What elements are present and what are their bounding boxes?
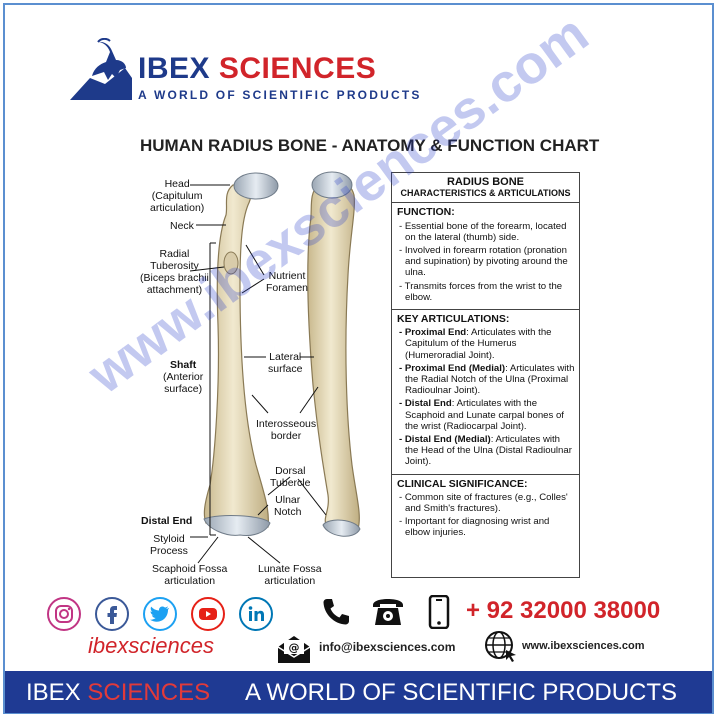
radius-anterior-view — [203, 184, 269, 528]
phone-icon — [323, 599, 349, 625]
radius-bone-illustration — [189, 171, 361, 564]
social-handle[interactable]: ibexsciences — [88, 633, 214, 658]
info-box-header: RADIUS BONE CHARACTERISTICS & ARTICULATI… — [392, 173, 579, 204]
ibex-logo-icon — [70, 38, 132, 100]
twitter-icon[interactable] — [142, 596, 178, 632]
youtube-icon[interactable] — [190, 596, 226, 632]
globe-icon — [485, 631, 516, 662]
linkedin-icon[interactable] — [238, 596, 274, 632]
mobile-phone-icon — [428, 595, 450, 629]
list-item: - Involved in forearm rotation (pronatio… — [399, 245, 568, 279]
list-item: - Essential bone of the forearm, located… — [399, 220, 567, 243]
list-item: - Proximal End: Articulates with the Cap… — [399, 327, 552, 361]
facebook-icon[interactable] — [94, 596, 130, 632]
radius-head — [233, 172, 279, 200]
brand-name: IBEX SCIENCES — [138, 52, 377, 85]
brand-tagline: A WORLD OF SCIENTIFIC PRODUCTS — [138, 88, 422, 102]
svg-text:@: @ — [289, 641, 300, 654]
list-item: - Transmits forces from the wrist to the… — [399, 280, 563, 303]
telephone-icon — [373, 599, 403, 625]
email-address[interactable]: info@ibexsciences.com — [319, 640, 456, 654]
list-item: - Common site of fractures (e.g., Colles… — [399, 491, 568, 515]
characteristics-info-box: RADIUS BONE CHARACTERISTICS & ARTICULATI… — [391, 172, 580, 578]
email-icon: @ — [277, 636, 311, 663]
instagram-icon[interactable] — [46, 596, 82, 632]
list-item: - Distal End: Articulates with the Scaph… — [399, 398, 564, 432]
distal-articular-surface — [203, 515, 271, 536]
label-distal-end: Distal End — [141, 515, 193, 527]
list-item: - Distal End (Medial): Articulates with … — [399, 434, 572, 468]
footer-tagline: A WORLD OF SCIENTIFIC PRODUCTS — [245, 679, 678, 706]
phone-number[interactable]: + 92 32000 38000 — [466, 597, 661, 624]
articulations-section: KEY ARTICULATIONS: - Proximal End: Artic… — [392, 310, 579, 475]
page-frame — [3, 3, 714, 714]
website-link[interactable]: www.ibexsciences.com — [522, 640, 645, 652]
chart-title: HUMAN RADIUS BONE - ANATOMY & FUNCTION C… — [140, 136, 600, 155]
footer-brand: IBEX SCIENCES — [26, 679, 211, 706]
footer-banner: IBEX SCIENCES A WORLD OF SCIENTIFIC PROD… — [5, 671, 712, 713]
label-neck: Neck — [170, 220, 194, 232]
list-item: - Proximal End (Medial): Articulates wit… — [399, 362, 575, 397]
radius-posterior-view — [307, 178, 360, 530]
clinical-section: CLINICAL SIGNIFICANCE: - Common site of … — [392, 475, 579, 545]
list-item: - Important for diagnosing wrist and elb… — [399, 516, 550, 539]
function-section: FUNCTION: - Essential bone of the forear… — [392, 203, 579, 311]
